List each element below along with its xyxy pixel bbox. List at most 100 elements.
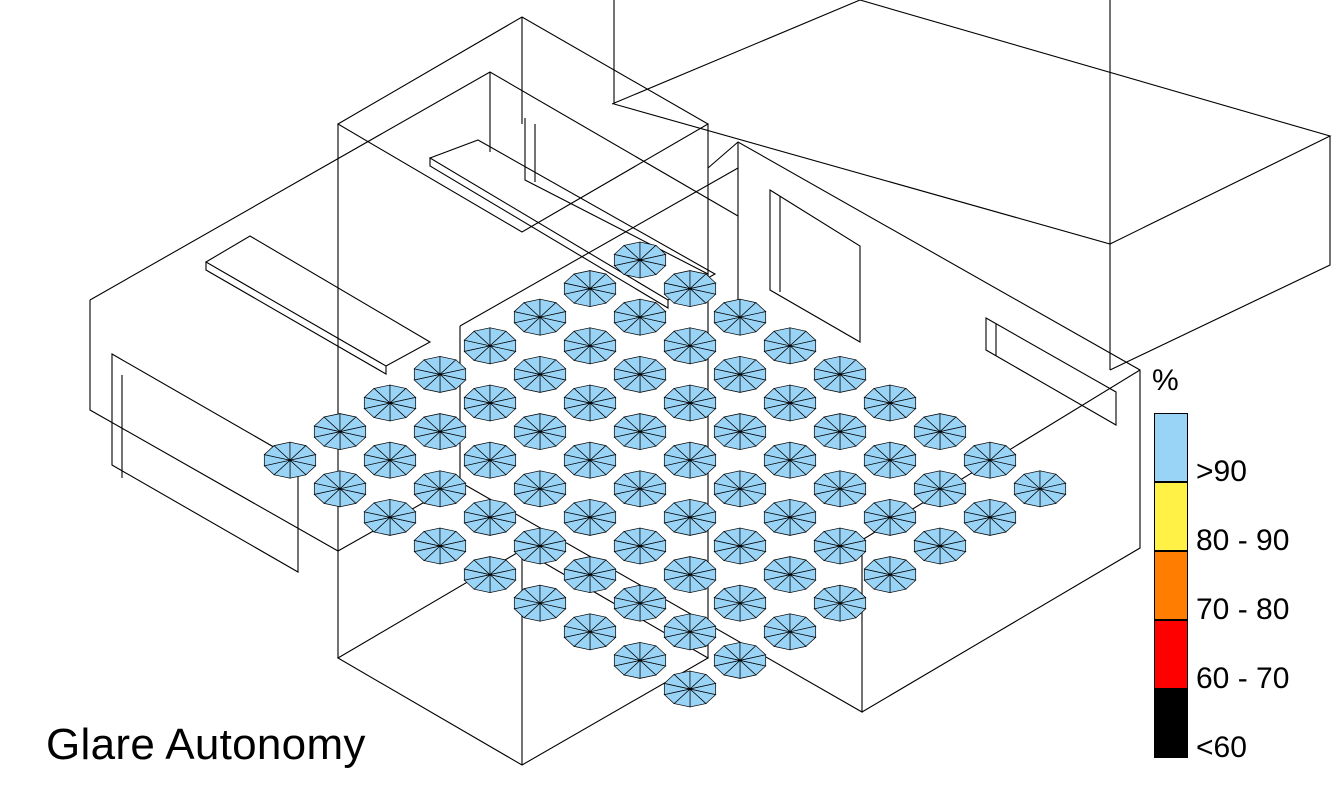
legend-swatch-gt90 <box>1154 413 1188 482</box>
sensor-wedge <box>839 597 867 610</box>
sensor-wedge <box>639 311 667 324</box>
sensor-point <box>663 384 717 422</box>
sensor-wedge <box>689 396 717 410</box>
sensor-point <box>613 584 667 622</box>
sensor-wedge <box>939 425 967 438</box>
sensor-wedge <box>689 625 717 638</box>
sensor-point <box>1013 470 1067 508</box>
sensor-wedge <box>689 339 717 352</box>
sensor-point <box>713 470 767 508</box>
sensor-wedge <box>339 482 367 495</box>
sensor-wedge <box>739 425 767 438</box>
sensor-wedge <box>489 396 517 410</box>
sensor-wedge <box>589 625 617 638</box>
sensor-wedge <box>589 396 617 410</box>
sensor-wedge <box>589 568 617 581</box>
sensor-point <box>863 441 917 479</box>
sensor-wedge <box>289 454 317 467</box>
sensor-wedge <box>589 339 617 352</box>
sensor-point <box>363 384 417 422</box>
sensor-point <box>563 384 617 422</box>
sensor-point <box>813 413 867 451</box>
sensor-point <box>763 441 817 479</box>
sensor-point <box>813 470 867 508</box>
legend-label-gt90: >90 <box>1196 455 1247 488</box>
sensor-point <box>463 498 517 536</box>
sensor-point <box>763 384 817 422</box>
sensor-point <box>613 241 667 279</box>
sensor-wedge <box>789 454 817 467</box>
sensor-point <box>963 498 1017 536</box>
sensor-point <box>813 527 867 565</box>
sensor-wedge <box>639 253 667 267</box>
sensor-point <box>463 384 517 422</box>
sensor-point <box>513 298 567 336</box>
sensor-wedge <box>689 511 717 524</box>
sensor-wedge <box>739 597 767 610</box>
sensor-point <box>413 470 467 508</box>
sensor-point <box>713 584 767 622</box>
sensor-wedge <box>789 625 817 638</box>
legend-swatch-60-70 <box>1154 620 1188 689</box>
sensor-wedge <box>989 511 1017 524</box>
sensor-wedge <box>1039 482 1067 495</box>
sensor-point <box>663 613 717 651</box>
legend-swatch-80-90 <box>1154 482 1188 551</box>
sensor-point <box>363 498 417 536</box>
sensor-wedge <box>739 311 767 324</box>
sensor-point <box>563 498 617 536</box>
figure-caption: Glare Autonomy <box>46 720 366 769</box>
sensor-point <box>363 441 417 479</box>
sensor-point <box>713 298 767 336</box>
sensor-wedge <box>439 425 467 438</box>
sensor-point <box>613 298 667 336</box>
sensor-wedge <box>839 368 867 381</box>
sensor-wedge <box>539 539 567 553</box>
sensor-point <box>513 355 567 393</box>
sensor-point <box>413 413 467 451</box>
sensor-point <box>813 584 867 622</box>
sensor-point <box>563 270 617 308</box>
sensor-wedge <box>639 368 667 381</box>
sensor-wedge <box>539 482 567 495</box>
sensor-wedge <box>839 425 867 438</box>
sensor-point <box>563 556 617 594</box>
sensor-point <box>563 441 617 479</box>
sensor-grid <box>263 241 1067 708</box>
sensor-point <box>313 413 367 451</box>
sensor-point <box>913 470 967 508</box>
sensor-point <box>913 527 967 565</box>
sensor-wedge <box>639 597 667 610</box>
sensor-point <box>663 441 717 479</box>
sensor-wedge <box>789 339 817 352</box>
sensor-point <box>613 413 667 451</box>
sensor-point <box>713 527 767 565</box>
legend-label-80-90: 80 - 90 <box>1196 524 1290 557</box>
sensor-wedge <box>389 454 417 467</box>
legend-unit: % <box>1152 364 1179 397</box>
sensor-point <box>663 270 717 308</box>
sensor-wedge <box>639 482 667 495</box>
sensor-point <box>713 355 767 393</box>
sensor-point <box>863 384 917 422</box>
sensor-point <box>763 556 817 594</box>
sensor-point <box>663 498 717 536</box>
sensor-wedge <box>939 482 967 495</box>
sensor-wedge <box>589 511 617 524</box>
sensor-wedge <box>539 597 567 610</box>
sensor-point <box>513 527 567 565</box>
sensor-point <box>663 556 717 594</box>
sensor-point <box>713 641 767 679</box>
sensor-point <box>613 470 667 508</box>
sensor-point <box>513 470 567 508</box>
sensor-wedge <box>989 454 1017 467</box>
sensor-wedge <box>889 396 917 410</box>
sensor-wedge <box>689 568 717 581</box>
sensor-point <box>513 584 567 622</box>
sensor-point <box>613 527 667 565</box>
sensor-point <box>613 641 667 679</box>
sensor-point <box>763 613 817 651</box>
sensor-wedge <box>789 396 817 410</box>
sensor-wedge <box>539 368 567 381</box>
sensor-point <box>963 441 1017 479</box>
